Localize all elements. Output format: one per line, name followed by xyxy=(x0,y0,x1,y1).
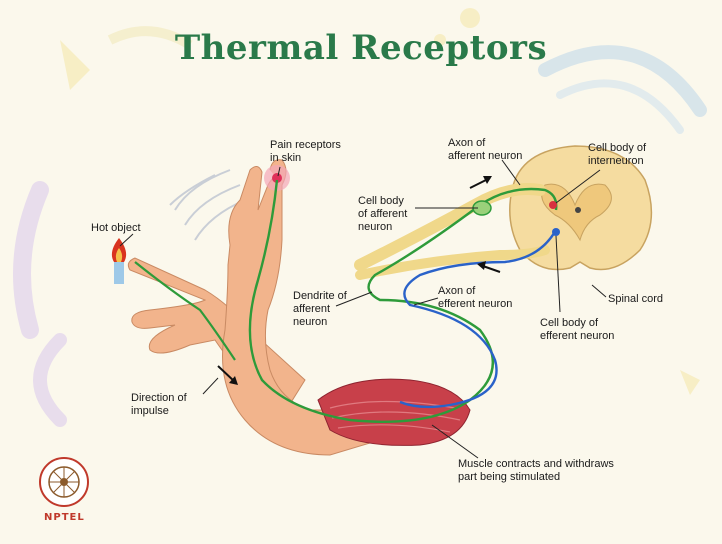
slide-title: Thermal Receptors xyxy=(0,28,722,68)
efferent-cell-body xyxy=(552,228,560,236)
label-cell-body-interneuron: Cell body of interneuron xyxy=(588,142,646,168)
label-axon-efferent: Axon of efferent neuron xyxy=(438,285,512,311)
label-cell-body-afferent: Cell body of afferent neuron xyxy=(358,195,407,234)
label-dendrite-afferent: Dendrite of afferent neuron xyxy=(293,290,347,329)
nptel-logo: NPTEL xyxy=(44,512,85,523)
label-pain-receptors: Pain receptors in skin xyxy=(270,139,341,165)
label-direction-impulse: Direction of impulse xyxy=(131,392,187,418)
label-spinal-cord: Spinal cord xyxy=(608,293,663,306)
nptel-logo-emblem xyxy=(40,458,88,506)
label-hot-object: Hot object xyxy=(91,222,141,235)
interneuron-cell-body xyxy=(549,201,557,209)
label-axon-afferent: Axon of afferent neuron xyxy=(448,137,522,163)
label-cell-body-efferent: Cell body of efferent neuron xyxy=(540,317,614,343)
label-muscle-contracts: Muscle contracts and withdraws part bein… xyxy=(458,458,614,484)
